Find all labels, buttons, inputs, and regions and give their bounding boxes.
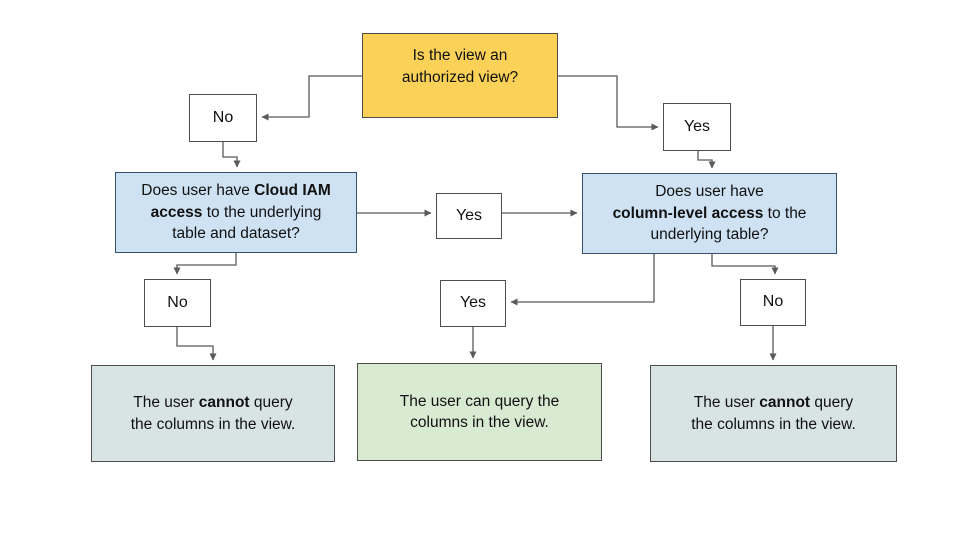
- connector-no-to-iam-question: [222, 142, 241, 168]
- result-can-query-node: The user can query the columns in the vi…: [357, 363, 602, 461]
- connector-col-to-yes-bottom: [510, 254, 655, 306]
- connector-root-to-yes: [558, 75, 659, 131]
- decision-label: Yes: [455, 206, 483, 224]
- decision-no-bottom-left: No: [144, 279, 211, 327]
- iam-access-question-text: Does user have Cloud IAM access to the u…: [141, 182, 331, 243]
- decision-label: No: [167, 293, 188, 311]
- connector-root-to-no: [261, 75, 362, 121]
- result-can-query-text: The user can query the columns in the vi…: [399, 392, 560, 431]
- root-question-node: Is the view an authorized view?: [362, 33, 558, 118]
- connector-yes-to-col-question: [697, 151, 716, 169]
- connector-no-to-result-left: [176, 327, 217, 361]
- decision-label: Yes: [683, 117, 711, 135]
- decision-label: No: [212, 108, 234, 126]
- decision-yes-middle: Yes: [436, 193, 502, 239]
- result-cannot-query-right-text: The user cannot query the columns in the…: [691, 394, 856, 433]
- connector-col-to-no-bottom: [711, 254, 779, 275]
- root-question-text: Is the view an authorized view?: [401, 47, 519, 86]
- result-cannot-query-right-node: The user cannot query the columns in the…: [650, 365, 897, 462]
- connector-iam-to-no: [173, 253, 237, 275]
- iam-access-question-node: Does user have Cloud IAM access to the u…: [115, 172, 357, 253]
- result-cannot-query-left-text: The user cannot query the columns in the…: [130, 394, 296, 433]
- result-cannot-query-left-node: The user cannot query the columns in the…: [91, 365, 335, 462]
- decision-yes-top: Yes: [663, 103, 731, 151]
- decision-no-bottom-right: No: [740, 279, 806, 326]
- decision-no-top: No: [189, 94, 257, 142]
- decision-yes-bottom: Yes: [440, 280, 506, 327]
- decision-label: Yes: [459, 294, 487, 312]
- decision-label: No: [762, 293, 784, 311]
